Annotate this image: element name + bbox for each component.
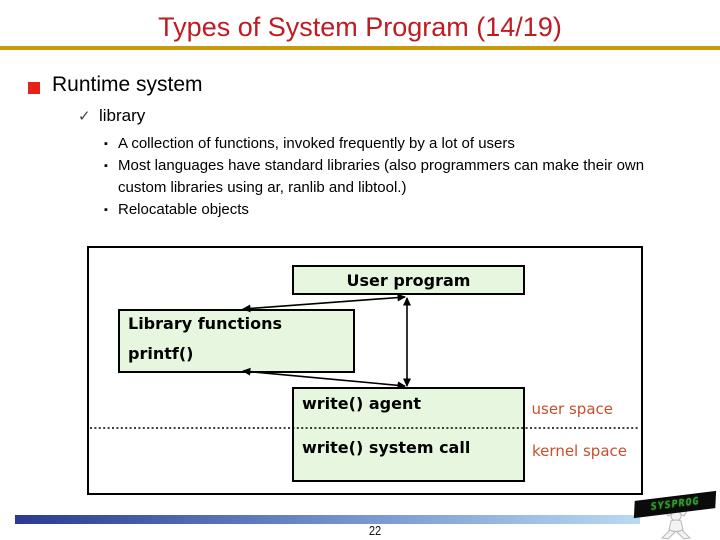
arrow-user-library: [242, 293, 406, 313]
bullet-item-text: Relocatable objects: [118, 201, 249, 218]
title-rule: [0, 46, 720, 50]
level2-bullet-text: library: [99, 106, 146, 125]
bullet-item: ▪ Relocatable objects: [104, 199, 676, 221]
printf-label: printf(): [128, 344, 194, 363]
sub-bullet-list: ▪ A collection of functions, invoked fre…: [104, 133, 676, 221]
write-agent-label: write() agent: [302, 394, 421, 413]
bullet-item: ▪ A collection of functions, invoked fre…: [104, 133, 676, 155]
level1-bullet-square-icon: [28, 82, 40, 94]
kernel-space-label: kernel space: [532, 442, 627, 460]
logo-text: SYSPROG: [650, 495, 700, 514]
write-box: write() agent write() system call: [292, 387, 525, 482]
user-program-label: User program: [346, 270, 471, 290]
bullet-item-text: Most languages have standard libraries (…: [118, 157, 645, 196]
library-functions-label: Library functions: [128, 314, 282, 333]
square-bullet-icon: ▪: [104, 138, 108, 150]
user-program-box: User program: [292, 265, 525, 295]
arrow-library-write: [242, 367, 406, 390]
slide-title: Types of System Program (14/19): [158, 12, 562, 42]
library-functions-box: Library functions printf(): [118, 309, 355, 373]
checkmark-icon: ✓: [78, 108, 91, 125]
sysprog-logo: SYSPROG: [628, 490, 720, 540]
square-bullet-icon: ▪: [104, 204, 108, 216]
user-kernel-space-diagram: User program Library functions printf() …: [87, 246, 643, 495]
square-bullet-icon: ▪: [104, 160, 108, 172]
footer-gradient-bar: [15, 515, 640, 524]
level1-bullet-text: Runtime system: [52, 73, 203, 96]
user-space-label: user space: [531, 400, 614, 418]
page-number: 22: [368, 523, 382, 538]
bullet-item: ▪ Most languages have standard libraries…: [104, 155, 676, 199]
write-system-call-label: write() system call: [302, 438, 471, 457]
bullet-item-text: A collection of functions, invoked frequ…: [118, 135, 515, 152]
